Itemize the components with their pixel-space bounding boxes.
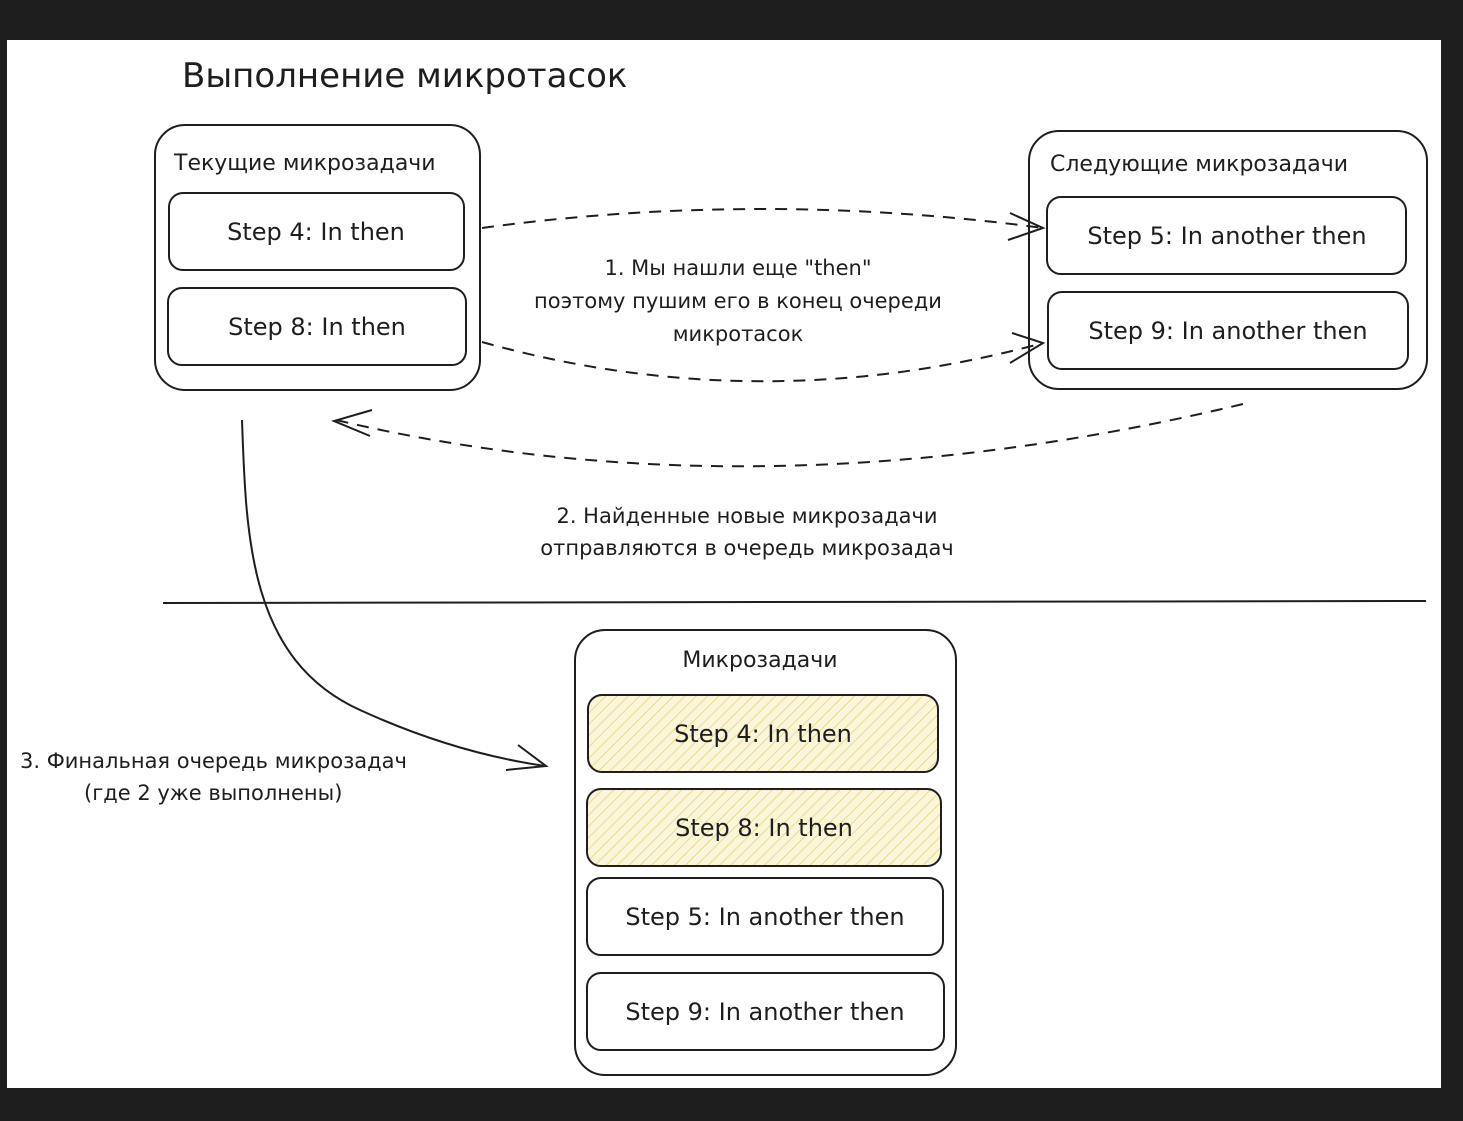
final-item-4-label: Step 9: In another then xyxy=(625,998,904,1026)
current-item-2: Step 8: In then xyxy=(167,287,467,366)
final-item-4: Step 9: In another then xyxy=(586,972,945,1051)
final-item-2: Step 8: In then xyxy=(586,788,942,867)
note-3-line-2: (где 2 уже выполнены) xyxy=(84,781,342,805)
note-1-line-1: 1. Мы нашли еще "then" xyxy=(604,256,871,280)
next-item-2: Step 9: In another then xyxy=(1047,291,1409,370)
next-item-2-label: Step 9: In another then xyxy=(1088,317,1367,345)
note-2: 2. Найденные новые микрозадачи отправляю… xyxy=(540,504,953,560)
section-divider xyxy=(162,600,1427,604)
note-1: 1. Мы нашли еще "then" поэтому пушим его… xyxy=(534,256,942,346)
note-1-line-3: микротасок xyxy=(673,322,804,346)
final-item-1-label: Step 4: In then xyxy=(674,720,852,748)
arrow-next-to-current xyxy=(330,403,1244,468)
next-microtasks-container: Следующие микрозадачи Step 5: In another… xyxy=(1028,130,1428,390)
final-microtasks-container: Микрозадачи Step 4: In then Step 8: In t… xyxy=(574,629,957,1076)
final-item-3: Step 5: In another then xyxy=(586,877,944,956)
note-3: 3. Финальная очередь микрозадач (где 2 у… xyxy=(20,749,407,805)
current-microtasks-container: Текущие микрозадачи Step 4: In then Step… xyxy=(154,124,481,391)
note-1-line-2: поэтому пушим его в конец очереди xyxy=(534,289,942,313)
next-microtasks-label: Следующие микрозадачи xyxy=(1050,152,1348,177)
note-3-line-1: 3. Финальная очередь микрозадач xyxy=(20,749,407,773)
current-item-2-label: Step 8: In then xyxy=(228,313,406,341)
final-item-2-label: Step 8: In then xyxy=(675,814,853,842)
note-2-line-2: отправляются в очередь микрозадач xyxy=(540,536,953,560)
current-microtasks-label: Текущие микрозадачи xyxy=(173,151,436,176)
final-item-1: Step 4: In then xyxy=(587,694,939,773)
arrow-step8-to-step9 xyxy=(481,332,1046,383)
final-microtasks-label: Микрозадачи xyxy=(682,648,837,673)
arrow-current-to-final xyxy=(241,419,549,771)
final-item-3-label: Step 5: In another then xyxy=(625,903,904,931)
arrow-step4-to-step5 xyxy=(481,208,1046,241)
current-item-1: Step 4: In then xyxy=(168,192,465,271)
next-item-1-label: Step 5: In another then xyxy=(1087,222,1366,250)
next-item-1: Step 5: In another then xyxy=(1046,196,1407,275)
current-item-1-label: Step 4: In then xyxy=(227,218,405,246)
note-2-line-1: 2. Найденные новые микрозадачи xyxy=(556,504,937,528)
diagram-title: Выполнение микротасок xyxy=(182,56,627,96)
